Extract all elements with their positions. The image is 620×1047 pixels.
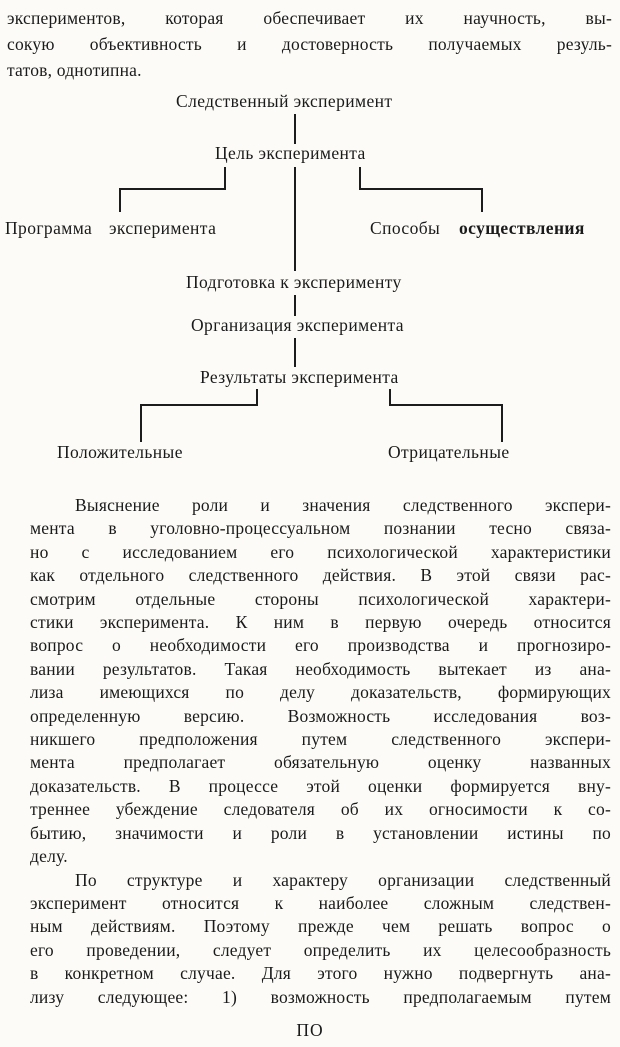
text-line: делу. [30,846,68,867]
connector-goal-left-stub [224,167,226,190]
text-line: экспериментов, которая обеспечивает их н… [7,8,612,28]
text-line: эксперимент относится к наиболее сложным… [30,892,611,913]
text-line: треннее убеждение следователя об их огно… [30,799,611,820]
diagram-node-organization: Организация эксперимента [191,315,404,335]
diagram-node-preparation: Подготовка к эксперименту [186,272,402,292]
connector-results-right-stub [389,389,391,406]
body-paragraph-1: Выяснение роли и значения следственного … [30,494,611,869]
text-line: лиза имеющихся по делу доказательств, фо… [30,682,611,703]
text-line: вопрос о необходимости его производства … [30,635,611,656]
diagram-node-root: Следственный эксперимент [176,91,393,111]
connector-root-goal [294,114,296,144]
page-number: ПО [296,1020,324,1040]
experiment-flowchart: Следственный эксперимент Цель эксперимен… [0,86,620,486]
body-text: Выяснение роли и значения следственного … [30,494,611,1009]
diagram-node-methods: Способы осуществления [370,218,585,239]
text-line: мента в уголовно-процессуальном познании… [30,518,611,539]
connector-organization-results [294,338,296,367]
text-line: но с исследованием его психологической х… [30,541,611,562]
text-line: По структуре и характеру организации сле… [75,869,611,890]
diagram-node-results: Результаты эксперимента [200,367,399,387]
text-line: определенную версию. Возможность исследо… [30,705,611,726]
diagram-node-goal: Цель эксперимента [215,143,366,163]
connector-results-left-stub [256,389,258,406]
text-line: его проведении, следует определить их це… [30,939,611,960]
connector-goal-left-horiz [120,188,226,190]
diagram-node-negative: Отрицательные [388,442,510,462]
text-line: вании результатов. Такая необходимость в… [30,658,611,679]
text-line: в конкретном случае. Для этого нужно под… [30,963,611,984]
text-line: сокую объективность и достоверность полу… [7,34,612,54]
text-line: никшего предположения путем следственног… [30,729,611,750]
connector-preparation-organization [294,295,296,316]
connector-results-right-horiz [389,404,503,406]
connector-results-left-horiz [141,404,258,406]
text-line: лизу следующее: 1) возможность предполаг… [30,986,611,1007]
body-paragraph-2: По структуре и характеру организации сле… [30,869,611,1009]
connector-goal-preparation [294,167,296,271]
text-line: как отдельного следственного действия. В… [30,565,611,586]
diagram-node-methods-word1: Способы [370,218,441,238]
connector-results-left-drop [140,404,142,442]
text-line: мента предполагает обязательную оценку н… [30,752,611,773]
top-paragraph: экспериментов, которая обеспечивает их н… [7,5,612,83]
connector-goal-left-drop [119,188,121,212]
text-line: Выяснение роли и значения следственного … [75,495,611,515]
diagram-node-program: Программа эксперимента [5,218,217,238]
text-line: стики эксперимента. К ним в первую очере… [30,612,611,633]
connector-goal-right-drop [481,188,483,212]
text-line: доказательств. В процессе этой оценки фо… [30,775,611,796]
connector-goal-right-horiz [359,188,483,190]
diagram-node-positive: Положительные [57,442,183,462]
diagram-node-methods-word2: осуществления [458,218,585,238]
text-line: татов, однотипна. [7,60,142,80]
connector-goal-right-stub [359,167,361,190]
text-line: смотрим отдельные стороны психологическо… [30,588,611,609]
text-line: бытию, значимости и роли в установлении … [30,822,611,843]
connector-results-right-drop [501,404,503,442]
text-line: ным действиям. Поэтому прежде чем решать… [30,916,611,937]
